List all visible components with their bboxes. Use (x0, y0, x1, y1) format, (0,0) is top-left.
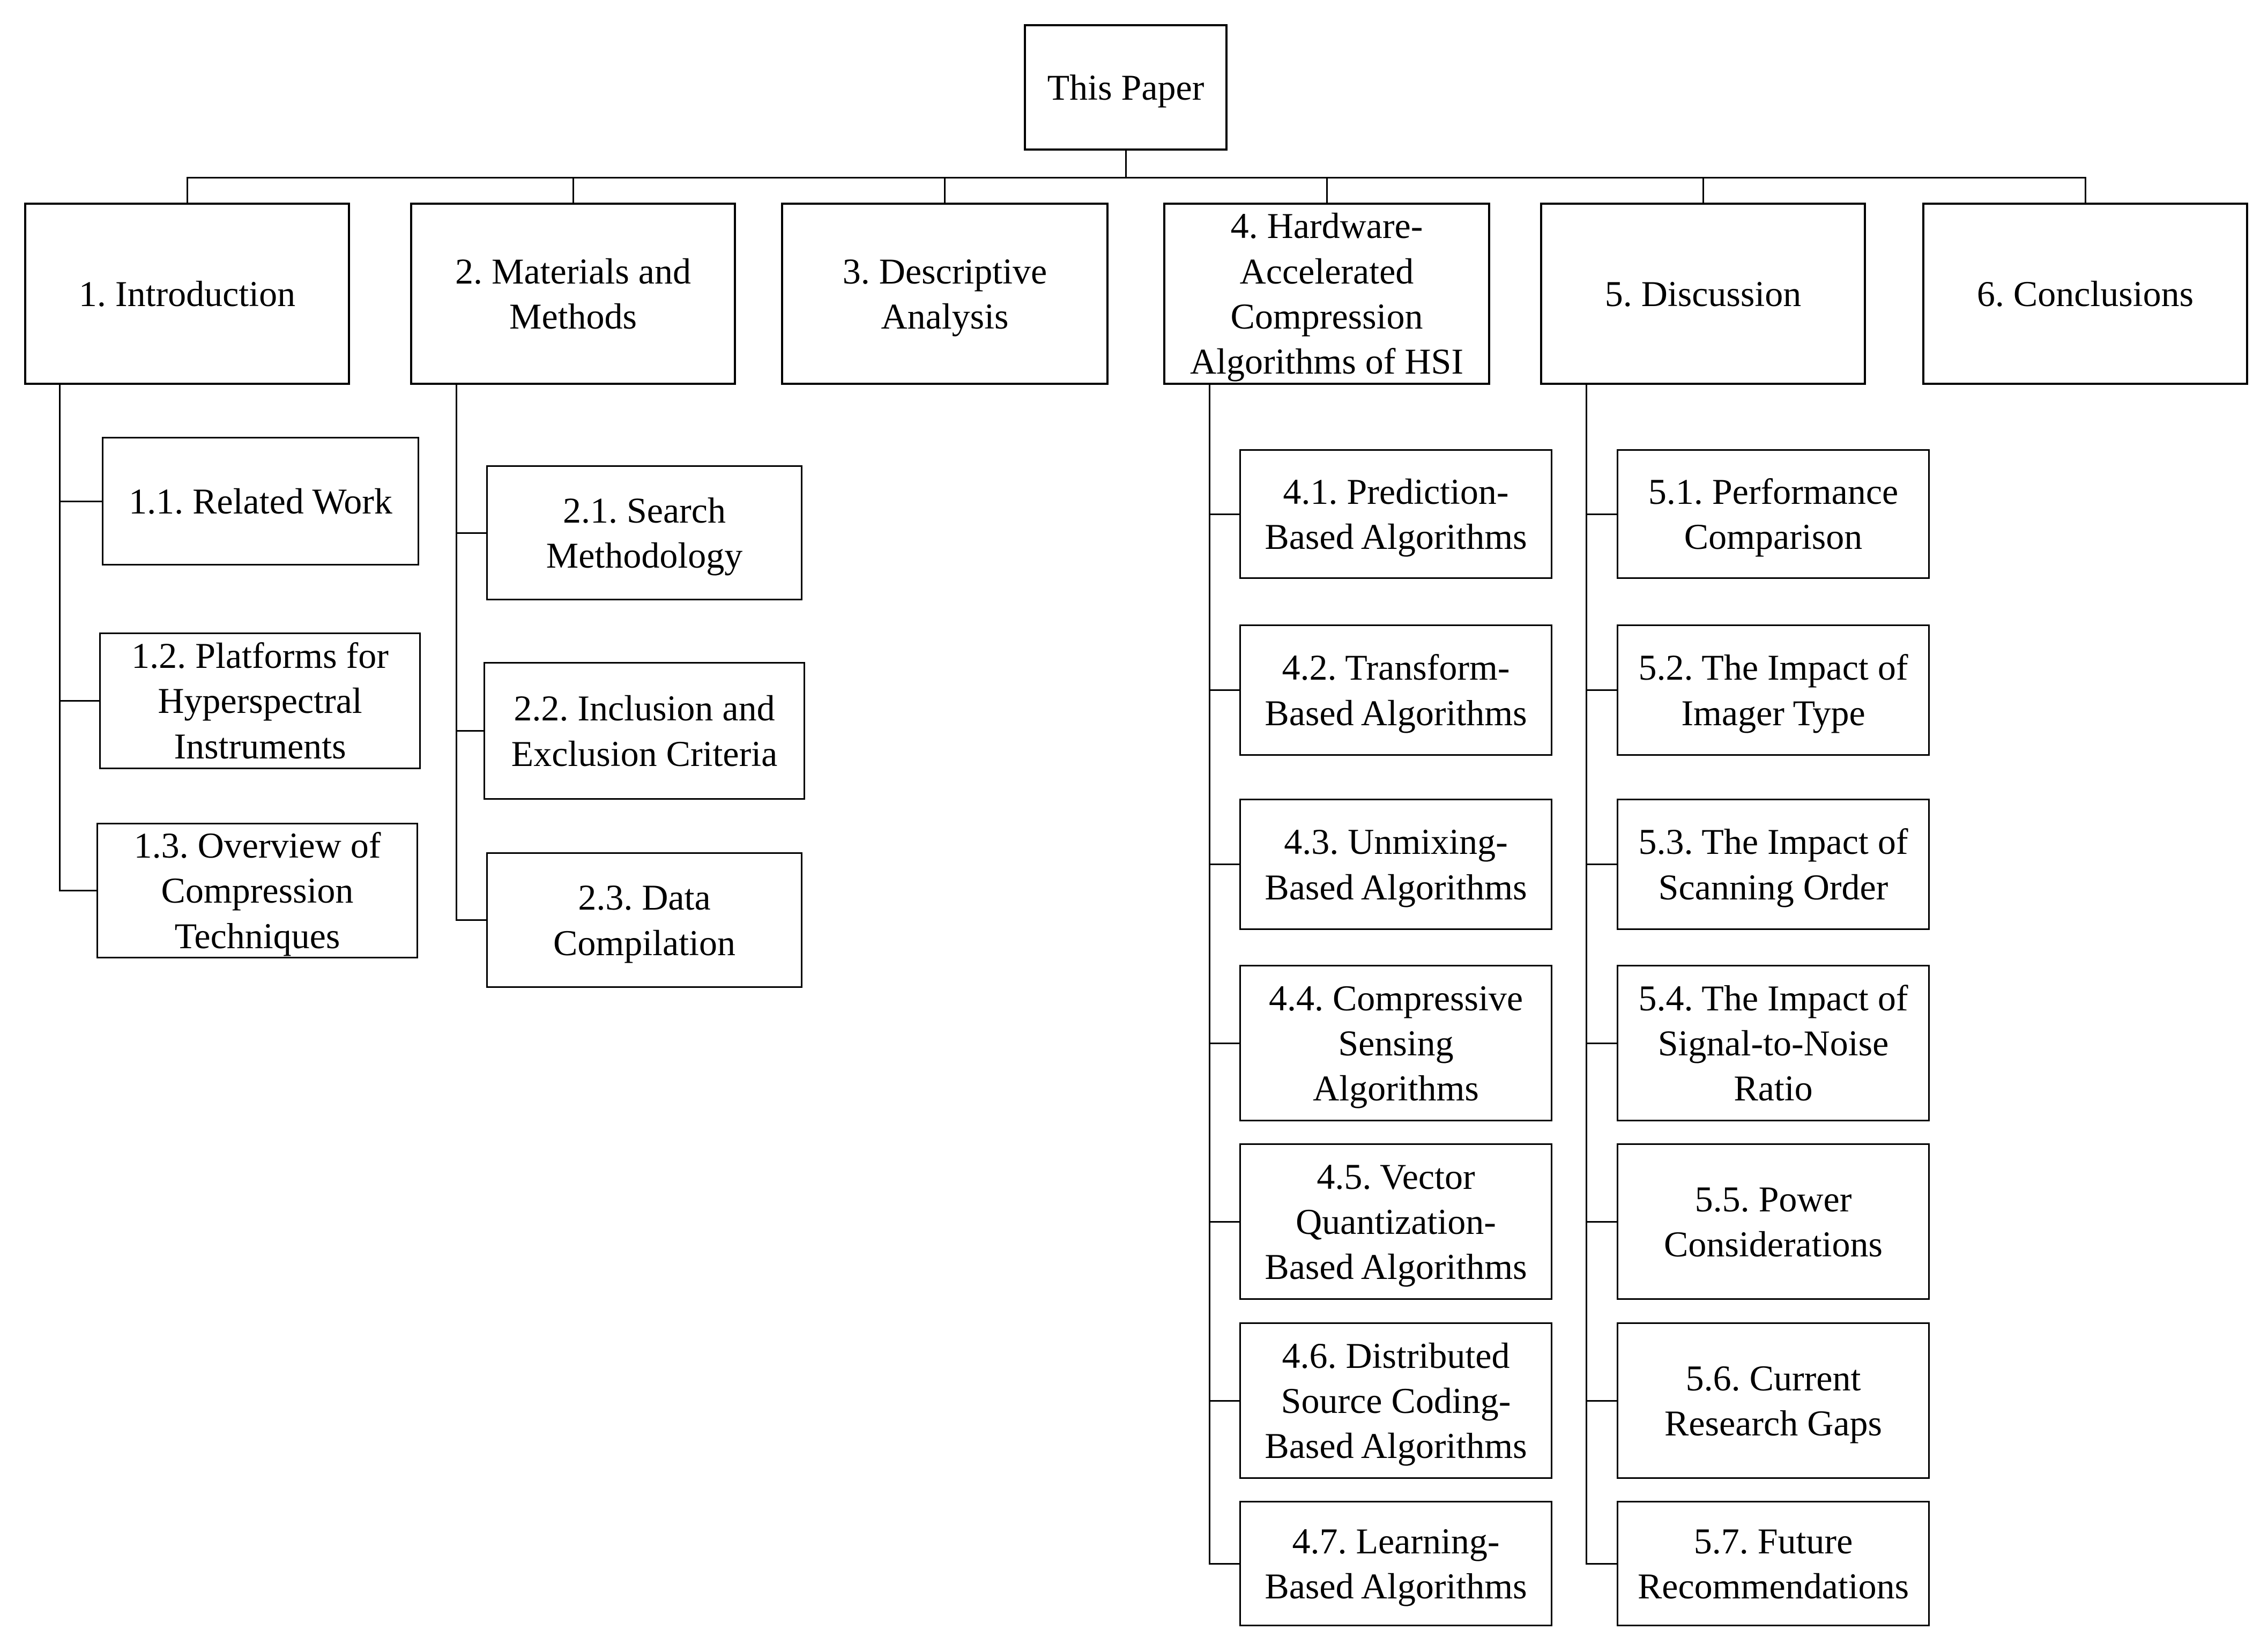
connector-subsection-5-7-stub (1586, 1562, 1617, 1565)
connector-subsection-1-1-stub (59, 500, 102, 502)
connector-subsection-5-1-stub (1586, 513, 1617, 515)
connector-subsection-5-2-stub (1586, 689, 1617, 691)
box-5-3-the-impact-of-scanning-order: 5.3. The Impact of Scanning Order (1617, 799, 1930, 930)
box-4-2-transform-based-algorithms: 4.2. Transform- Based Algorithms (1239, 624, 1552, 756)
box-this-paper: This Paper (1024, 24, 1228, 151)
box-1-2-platforms-for-hyperspectral-instruments: 1.2. Platforms for Hyperspectral Instrum… (99, 632, 421, 769)
box-4-4-compressive-sensing-algorithms: 4.4. Compressive Sensing Algorithms (1239, 965, 1552, 1121)
connector-section-5-spine (1586, 385, 1587, 1565)
box-1-1-related-work: 1.1. Related Work (102, 437, 419, 565)
box-4-1-prediction-based-algorithms: 4.1. Prediction- Based Algorithms (1239, 449, 1552, 579)
box-2-2-inclusion-and-exclusion-criteria: 2.2. Inclusion and Exclusion Criteria (484, 662, 805, 800)
box-5-4-the-impact-of-signal-to-noise-ratio: 5.4. The Impact of Signal-to-Noise Ratio (1617, 965, 1930, 1121)
connector-root-drop (1125, 151, 1127, 178)
box-1-3-overview-of-compression-techniques: 1.3. Overview of Compression Techniques (96, 823, 418, 958)
box-4-5-vector-quantization-based-algorithms: 4.5. Vector Quantization- Based Algorith… (1239, 1143, 1552, 1300)
connector-subsection-5-4-stub (1586, 1042, 1617, 1044)
connector-subsection-2-1-stub (456, 532, 486, 534)
connector-subsection-5-6-stub (1586, 1400, 1617, 1402)
connector-section-5-drop (1702, 177, 1704, 203)
box-1-introduction: 1. Introduction (24, 203, 350, 385)
connector-subsection-4-1-stub (1209, 513, 1239, 515)
connector-section-6-drop (2084, 177, 2086, 203)
box-4-7-learning-based-algorithms: 4.7. Learning- Based Algorithms (1239, 1501, 1552, 1626)
box-5-discussion: 5. Discussion (1540, 203, 1866, 385)
connector-rail (187, 177, 2085, 178)
connector-section-2-spine (456, 385, 457, 921)
connector-section-1-drop (186, 177, 188, 203)
box-4-6-distributed-source-coding-based-algorithms: 4.6. Distributed Source Coding- Based Al… (1239, 1322, 1552, 1479)
connector-subsection-1-3-stub (59, 890, 96, 891)
box-2-1-search-methodology: 2.1. Search Methodology (486, 465, 802, 600)
box-4-hardware-accelerated-compression-algorithms-of-hsi: 4. Hardware- Accelerated Compression Alg… (1163, 203, 1490, 385)
connector-section-4-drop (1326, 177, 1328, 203)
connector-section-4-spine (1209, 385, 1210, 1565)
connector-subsection-1-2-stub (59, 700, 99, 702)
box-5-1-performance-comparison: 5.1. Performance Comparison (1617, 449, 1930, 579)
connector-subsection-2-3-stub (456, 919, 486, 921)
connector-section-2-drop (572, 177, 574, 203)
connector-section-1-spine (59, 385, 61, 891)
box-6-conclusions: 6. Conclusions (1922, 203, 2248, 385)
connector-subsection-2-2-stub (456, 730, 484, 732)
box-5-5-power-considerations: 5.5. Power Considerations (1617, 1143, 1930, 1300)
connector-subsection-5-3-stub (1586, 864, 1617, 865)
connector-subsection-5-5-stub (1586, 1221, 1617, 1223)
box-3-descriptive-analysis: 3. Descriptive Analysis (781, 203, 1109, 385)
connector-subsection-4-5-stub (1209, 1221, 1239, 1223)
connector-subsection-4-6-stub (1209, 1400, 1239, 1402)
box-2-3-data-compilation: 2.3. Data Compilation (486, 852, 802, 988)
box-2-materials-and-methods: 2. Materials and Methods (410, 203, 736, 385)
connector-subsection-4-4-stub (1209, 1042, 1239, 1044)
connector-subsection-4-2-stub (1209, 689, 1239, 691)
connector-section-3-drop (944, 177, 946, 203)
box-5-6-current-research-gaps: 5.6. Current Research Gaps (1617, 1322, 1930, 1479)
connector-subsection-4-3-stub (1209, 864, 1239, 865)
connector-subsection-4-7-stub (1209, 1562, 1239, 1565)
box-4-3-unmixing-based-algorithms: 4.3. Unmixing- Based Algorithms (1239, 799, 1552, 930)
box-5-7-future-recommendations: 5.7. Future Recommendations (1617, 1501, 1930, 1626)
box-5-2-the-impact-of-imager-type: 5.2. The Impact of Imager Type (1617, 624, 1930, 756)
